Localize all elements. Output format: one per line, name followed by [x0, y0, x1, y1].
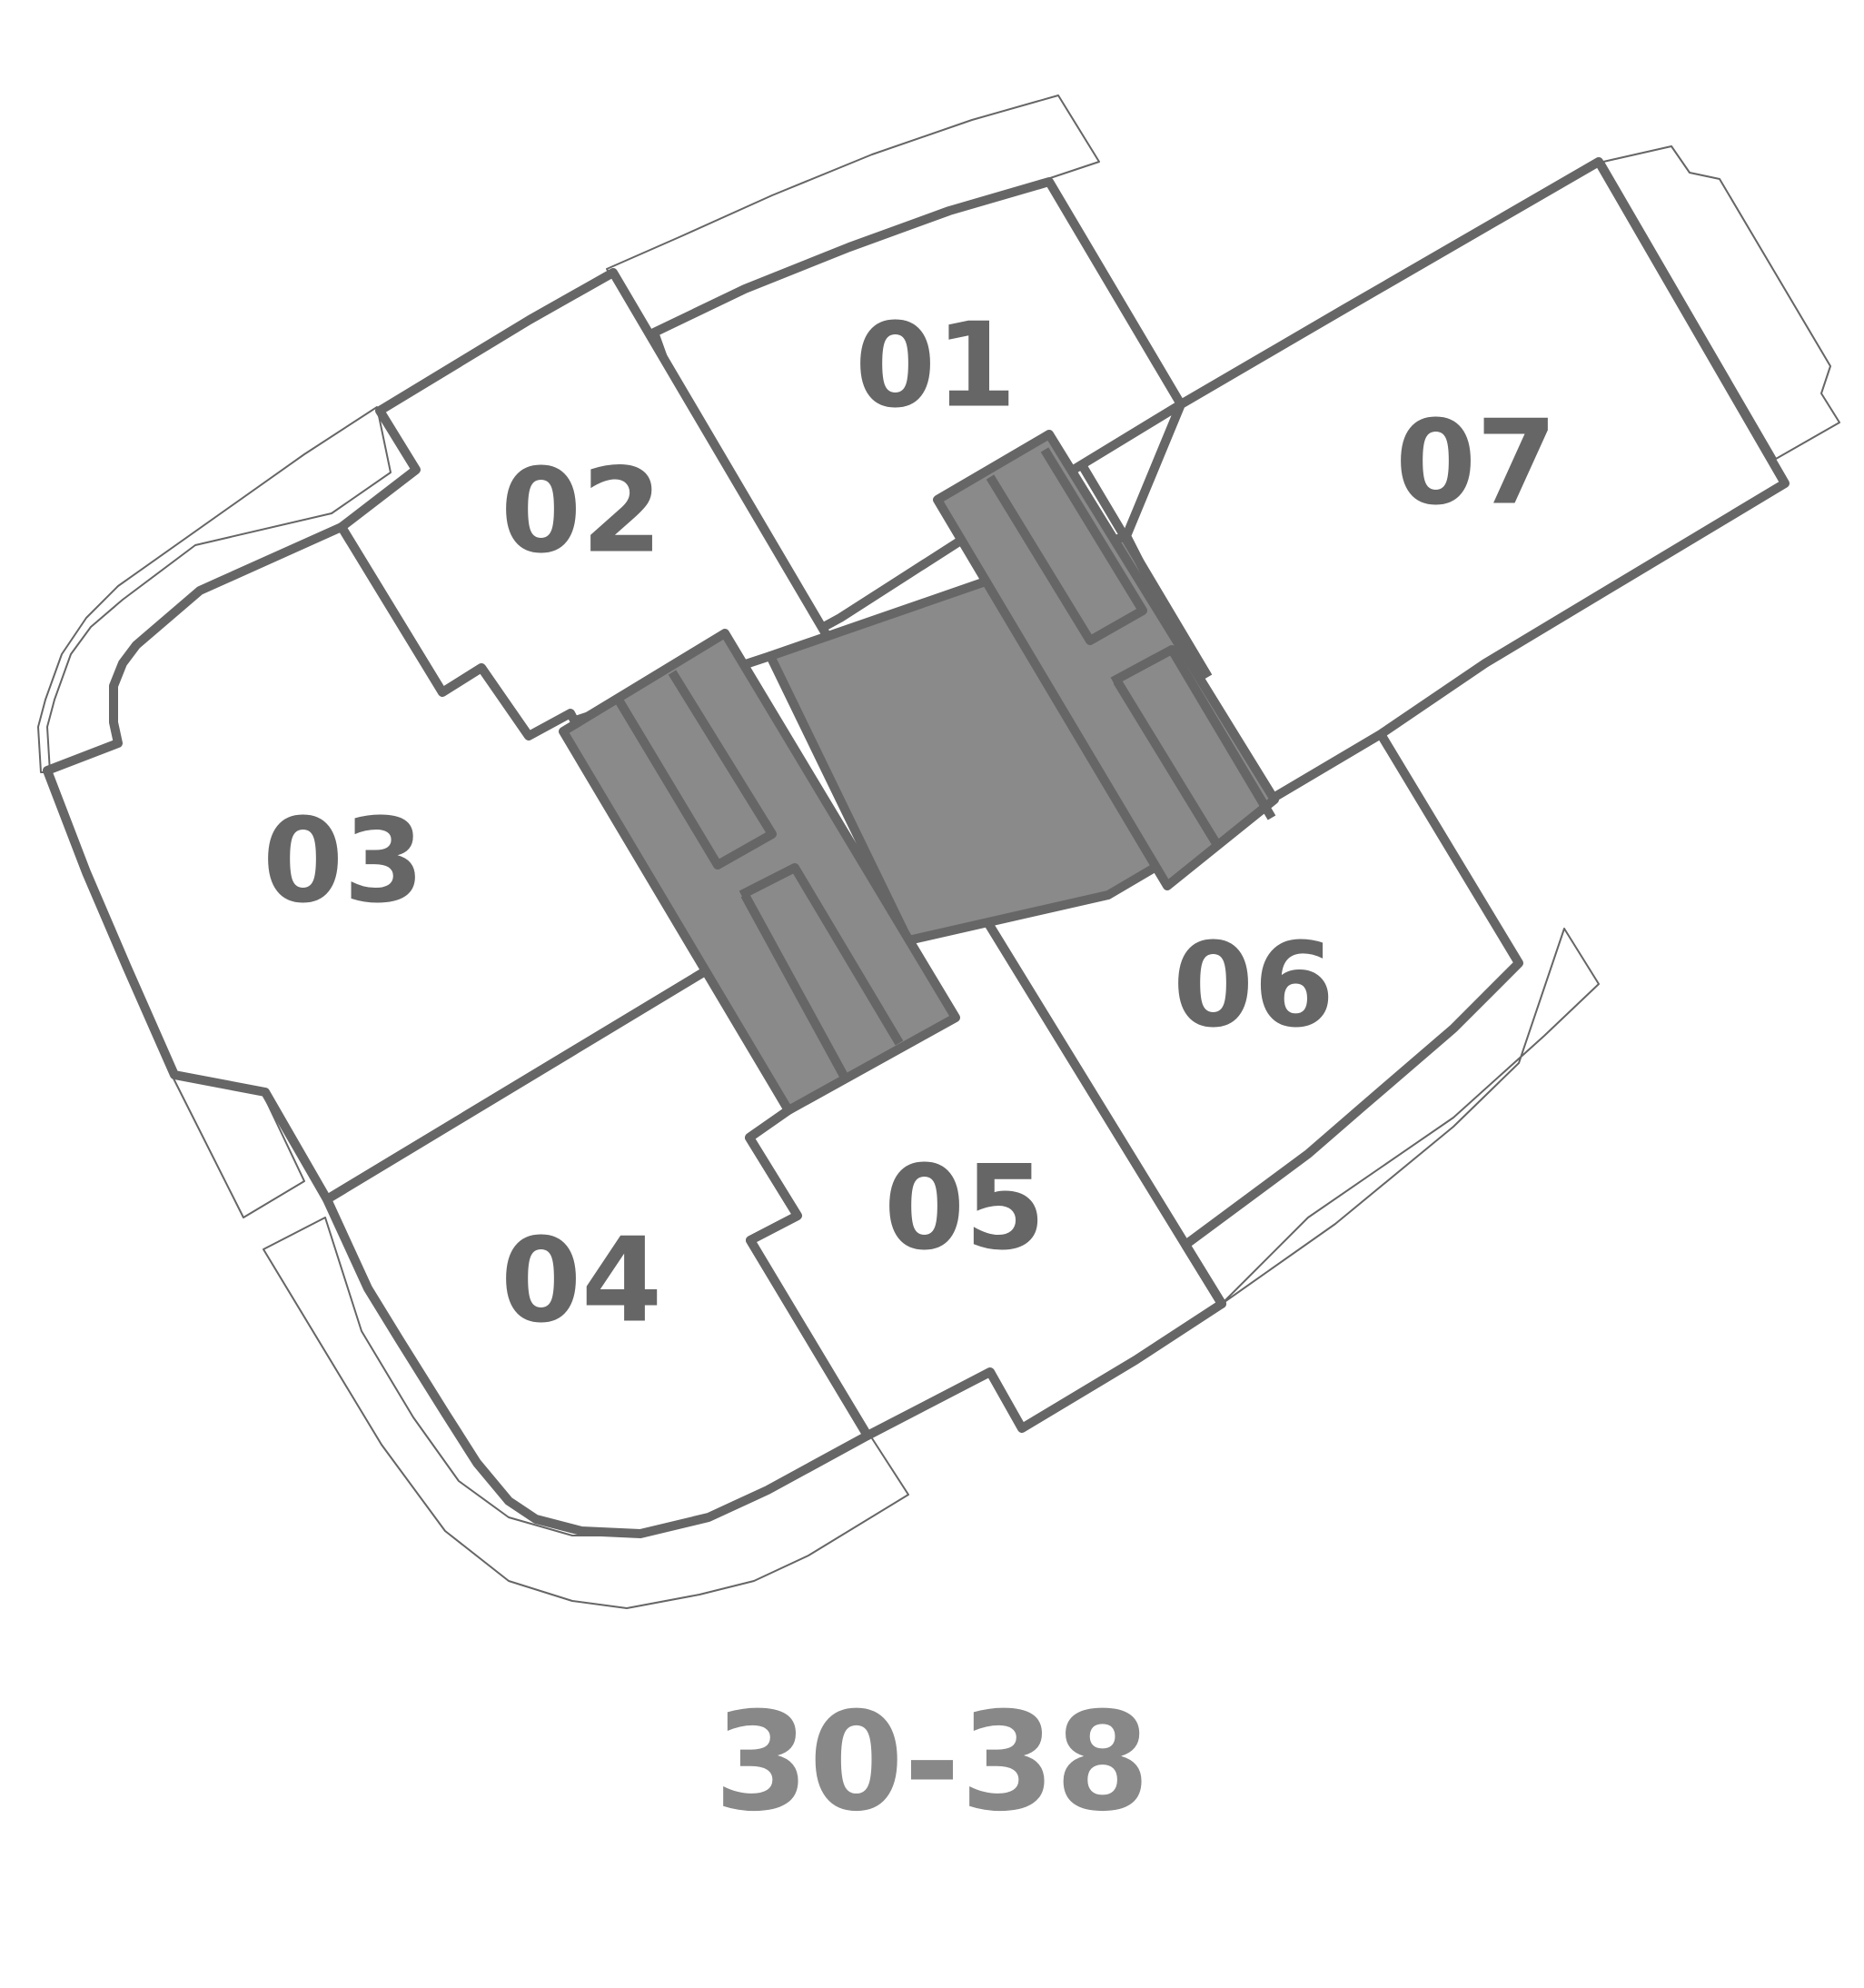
balcony-east	[1602, 145, 1840, 460]
balcony-southeast	[1221, 928, 1600, 1305]
units	[43, 157, 1790, 1538]
floor-range-label: 30-38	[714, 1684, 1150, 1842]
core-stair-west	[559, 629, 960, 1115]
core-stair-east-lines	[986, 447, 1276, 848]
balconies	[37, 94, 1840, 1609]
unit-03[interactable]	[43, 522, 711, 1204]
core-stair-west-lines	[615, 670, 904, 1080]
core	[559, 430, 1279, 1115]
core-stair-east	[933, 430, 1279, 890]
balcony-northwest	[37, 406, 392, 773]
